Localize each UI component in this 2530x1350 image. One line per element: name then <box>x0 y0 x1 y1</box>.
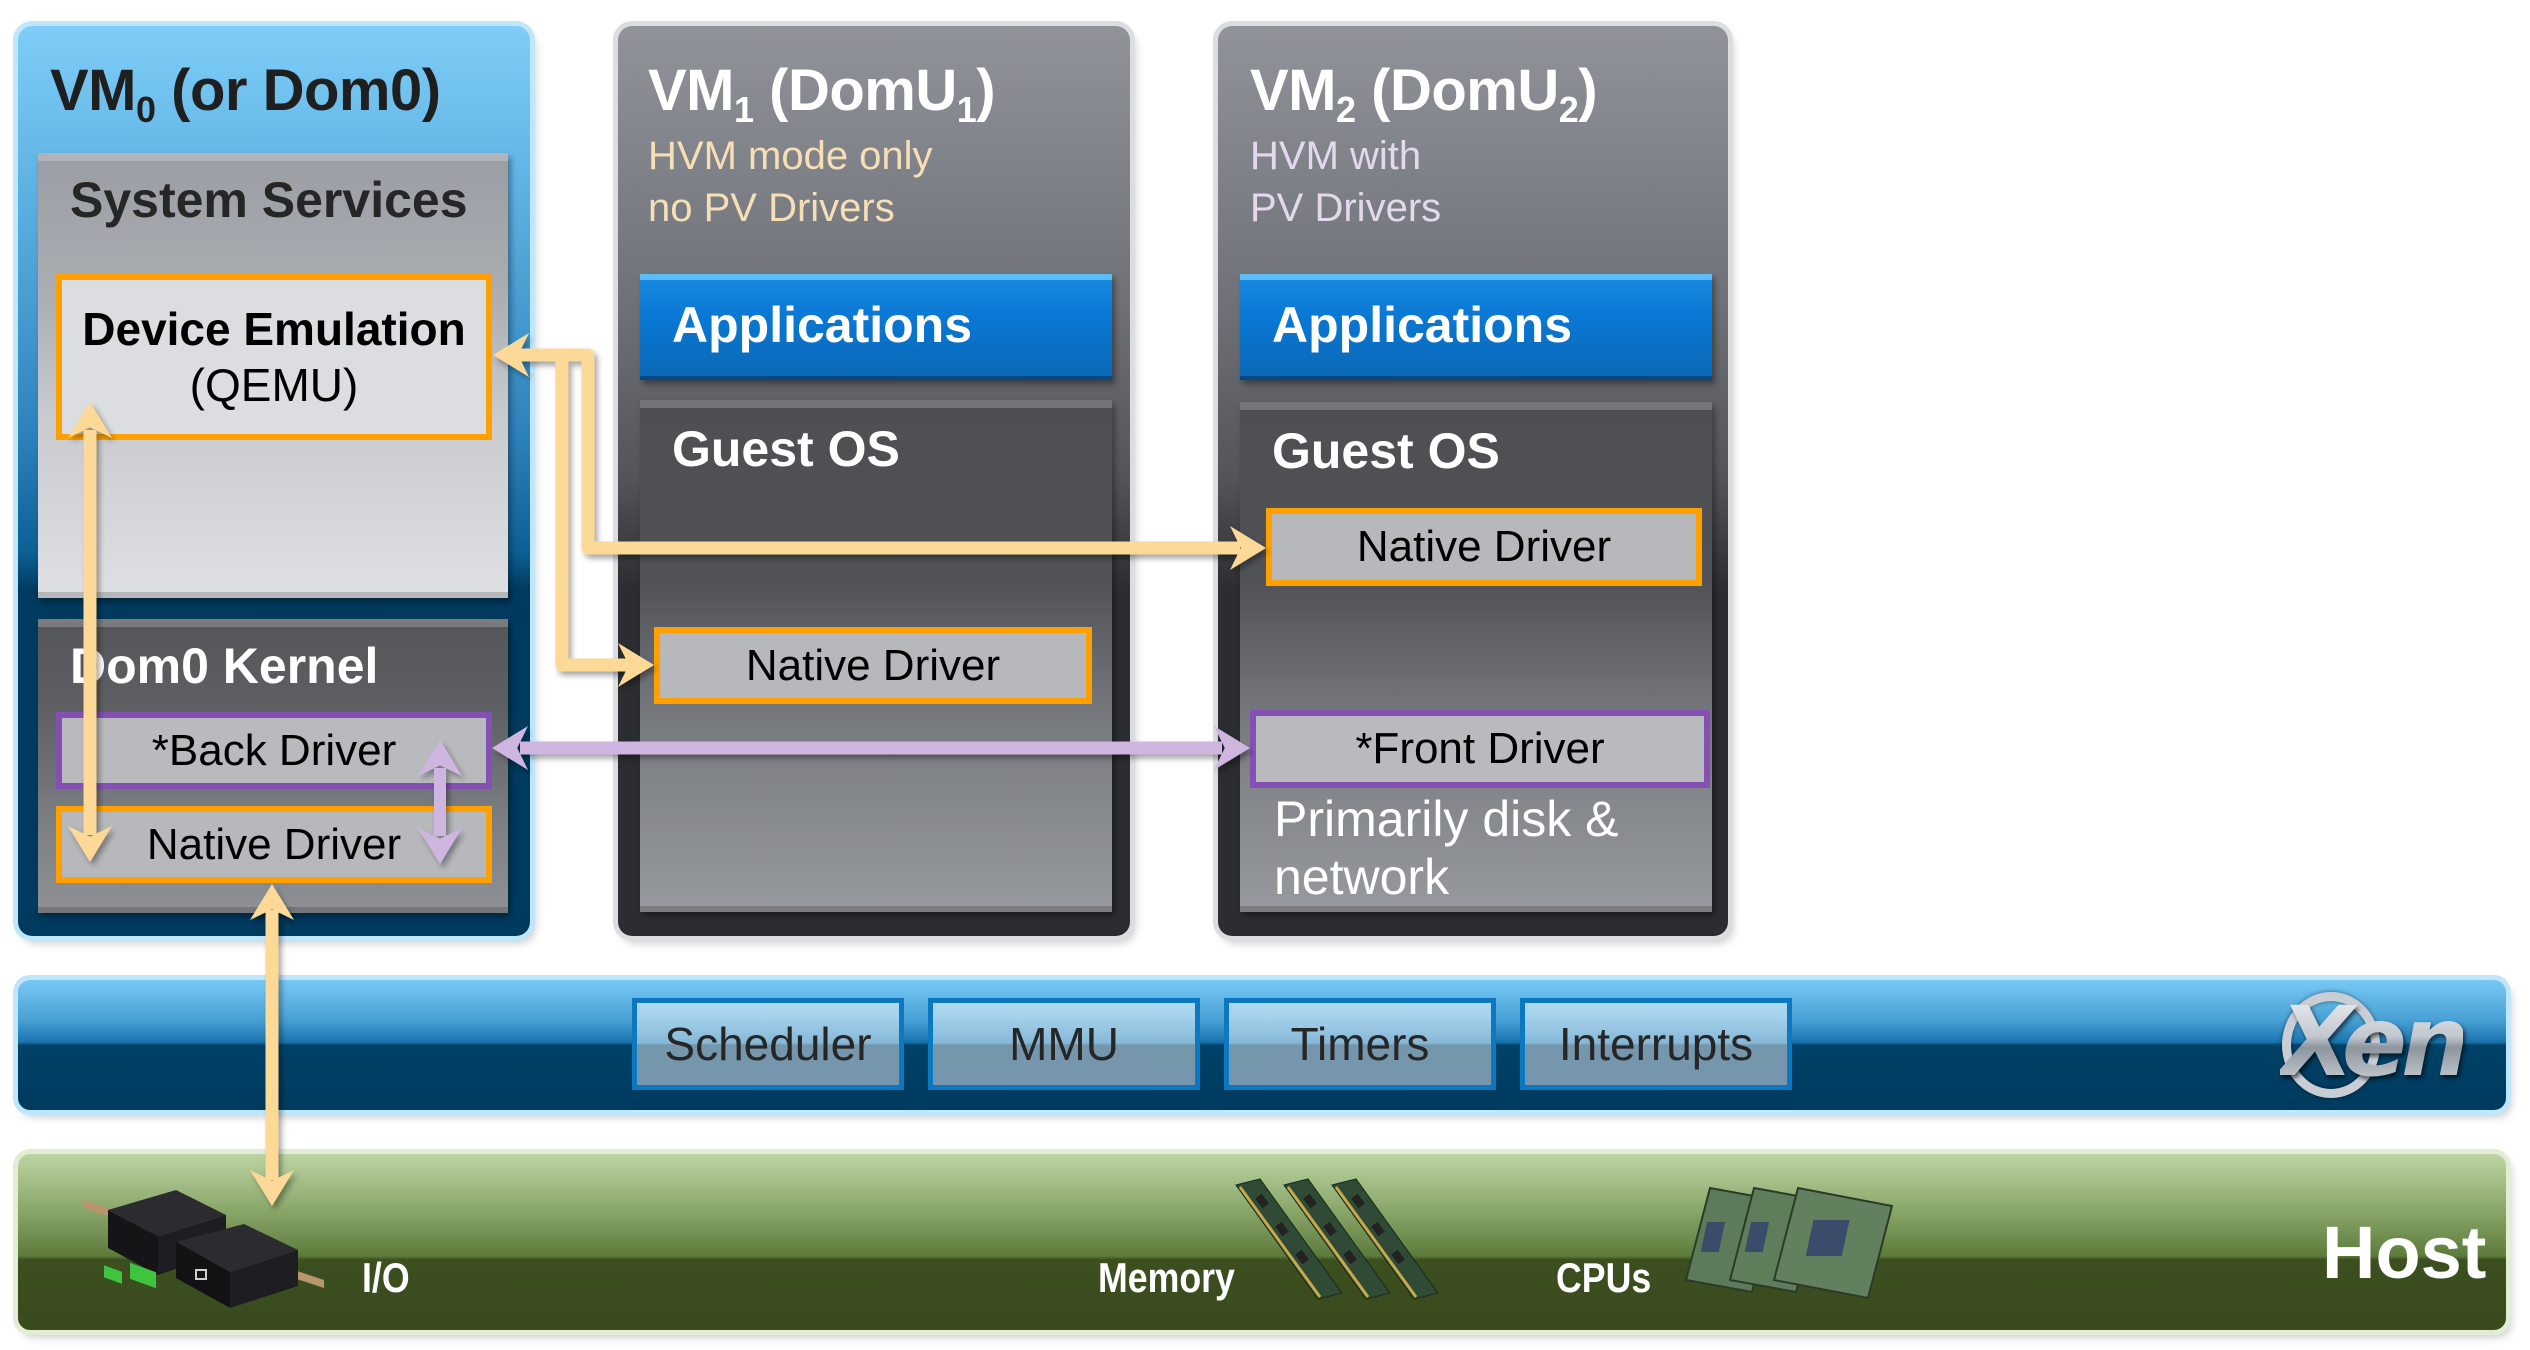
vm2-subtitle: HVM with PV Drivers <box>1250 130 1441 234</box>
vm1-subtitle-line2: no PV Drivers <box>648 186 895 230</box>
vm2-title-main: VM <box>1250 58 1337 123</box>
vm1-native-driver-label: Native Driver <box>745 640 1001 690</box>
memory-modules-icon <box>1235 1178 1439 1300</box>
dom0-kernel-label: Dom0 Kernel <box>70 638 379 694</box>
xen-mmu-box[interactable]: MMU <box>928 998 1200 1090</box>
scheduler-label: Scheduler <box>664 1018 872 1070</box>
io-terminal-block <box>130 1262 156 1289</box>
io-box-side-1 <box>108 1210 158 1275</box>
dom0-native-driver-box[interactable]: Native Driver <box>56 806 492 883</box>
io-ethernet-port <box>195 1269 207 1280</box>
vm2-title-close: ) <box>1578 58 1598 123</box>
vm2-native-driver-box[interactable]: Native Driver <box>1266 508 1702 586</box>
vm2-domu-subscript: 2 <box>1558 89 1579 130</box>
cpu-chip-3 <box>1772 1186 1894 1300</box>
vm1-applications-label: Applications <box>672 297 973 353</box>
dom0-native-driver-label: Native Driver <box>146 819 402 869</box>
vm2-applications-box[interactable]: Applications <box>1240 274 1712 380</box>
mmu-label: MMU <box>1009 1018 1119 1070</box>
io-box-top-2 <box>176 1224 298 1272</box>
note-line1: Primarily disk & <box>1274 791 1619 847</box>
cpu-chips-icon <box>1684 1186 1894 1300</box>
xen-logo-text: Xen <box>2280 986 2469 1098</box>
vm1-domu-subscript: 1 <box>956 89 977 130</box>
io-label: I/O <box>362 1254 410 1301</box>
io-device-icon <box>84 1190 324 1308</box>
xen-interrupts-box[interactable]: Interrupts <box>1520 998 1792 1090</box>
ram-chips <box>1255 1193 1405 1265</box>
vm2-title-rest: (DomU <box>1355 58 1559 123</box>
memory-label: Memory <box>1098 1254 1235 1301</box>
vm2-guest-os-box[interactable]: Guest OS <box>1240 402 1712 912</box>
vm1-title-rest: (DomU <box>753 58 957 123</box>
vm0-title-subscript: 0 <box>136 89 156 130</box>
vm1-title-close: ) <box>976 58 996 123</box>
vm1-subtitle-line1: HVM mode only <box>648 134 933 178</box>
xen-scheduler-box[interactable]: Scheduler <box>632 998 904 1090</box>
device-emulation-label: Device Emulation <box>82 303 466 355</box>
note-line2: network <box>1274 849 1450 905</box>
front-driver-note: Primarily disk & network <box>1274 790 1618 906</box>
vm2-title: VM2 (DomU2) <box>1250 62 1598 128</box>
back-driver-label: *Back Driver <box>151 725 397 775</box>
xen-logo-ring <box>2282 992 2380 1098</box>
vm1-title-subscript: 1 <box>734 89 754 130</box>
host-label: Host <box>2322 1211 2487 1294</box>
vm2-applications-label: Applications <box>1272 297 1573 353</box>
interrupts-label: Interrupts <box>1558 1018 1754 1070</box>
xen-logo-icon: Xen <box>2280 986 2500 1108</box>
vm1-title: VM1 (DomU1) <box>648 62 996 128</box>
vm2-subtitle-line1: HVM with <box>1250 134 1422 178</box>
ram-stick-1 <box>1235 1178 1343 1300</box>
vm0-title: VM0 (or Dom0) <box>50 62 441 128</box>
io-box-front-2 <box>230 1250 298 1308</box>
vm1-subtitle: HVM mode only no PV Drivers <box>648 130 933 234</box>
vm1-title-main: VM <box>648 58 735 123</box>
vm0-title-main: VM <box>50 58 137 123</box>
vm1-applications-box[interactable]: Applications <box>640 274 1112 380</box>
qemu-label: (QEMU) <box>189 359 359 411</box>
vm2-title-subscript: 2 <box>1336 89 1356 130</box>
vm1-guest-os-label: Guest OS <box>672 421 900 477</box>
xen-timers-box[interactable]: Timers <box>1224 998 1496 1090</box>
back-driver-box[interactable]: *Back Driver <box>56 712 492 789</box>
vm2-guest-os-label: Guest OS <box>1272 423 1500 479</box>
io-box-side-2 <box>176 1242 230 1308</box>
vm2-native-driver-label: Native Driver <box>1356 522 1612 571</box>
cpus-label: CPUs <box>1556 1254 1652 1301</box>
front-driver-label: *Front Driver <box>1355 724 1605 773</box>
timers-label: Timers <box>1290 1018 1430 1070</box>
vm1-native-driver-box[interactable]: Native Driver <box>654 627 1092 704</box>
vm0-title-rest: (or Dom0) <box>155 58 441 123</box>
ram-stick-3 <box>1331 1178 1439 1300</box>
device-emulation-qemu-box[interactable]: Device Emulation (QEMU) <box>56 274 492 440</box>
vm2-subtitle-line2: PV Drivers <box>1250 186 1442 230</box>
ram-stick-2 <box>1283 1178 1391 1300</box>
io-loose-terminal <box>104 1265 122 1284</box>
system-services-label: System Services <box>70 172 468 228</box>
front-driver-box[interactable]: *Front Driver <box>1250 710 1710 788</box>
io-box-top-1 <box>108 1190 226 1236</box>
